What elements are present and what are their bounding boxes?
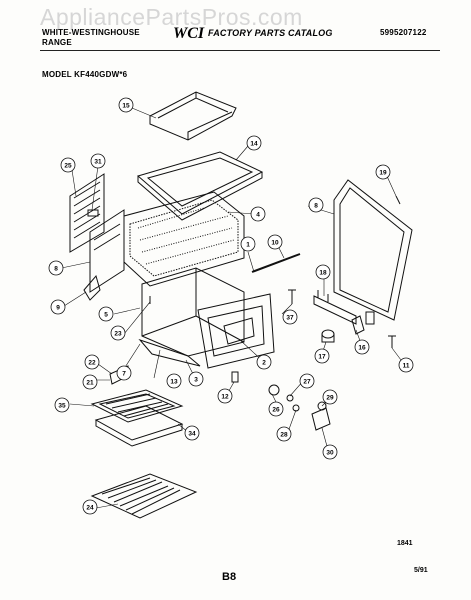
part-broiler-pan — [90, 389, 184, 423]
callout-17: 17 — [314, 348, 330, 364]
callout-29: 29 — [322, 389, 338, 405]
part-hinge-bracket — [313, 295, 357, 325]
svg-text:19: 19 — [379, 169, 387, 176]
part-bottom-tray — [138, 338, 201, 367]
svg-text:21: 21 — [86, 379, 94, 386]
product-type: RANGE — [42, 38, 72, 47]
callout-9-upper: 8 — [48, 260, 64, 276]
svg-text:2: 2 — [262, 359, 266, 366]
part-door-frame — [197, 293, 275, 369]
svg-text:15: 15 — [122, 102, 130, 109]
svg-text:26: 26 — [272, 406, 280, 413]
catalog-title: FACTORY PARTS CATALOG — [208, 28, 333, 38]
callout-16: 16 — [354, 339, 370, 355]
callout-31: 31 — [90, 153, 106, 169]
header-divider — [40, 50, 440, 51]
callout-37: 37 — [282, 309, 298, 325]
svg-text:29: 29 — [326, 394, 334, 401]
callout-1: 1 — [240, 236, 256, 252]
part-oven-cavity — [141, 267, 245, 357]
diagram-code: 1841 — [397, 540, 413, 547]
part-valve — [268, 384, 280, 396]
svg-text:34: 34 — [188, 430, 196, 437]
callout-4: 4 — [250, 206, 266, 222]
svg-text:4: 4 — [256, 211, 260, 218]
callout-12: 12 — [217, 388, 233, 404]
svg-text:17: 17 — [318, 353, 326, 360]
wci-logo-icon: WCI — [173, 25, 205, 42]
model-number: MODEL KF440GDW*6 — [42, 70, 128, 79]
svg-text:7: 7 — [122, 370, 126, 377]
svg-text:14: 14 — [250, 140, 258, 147]
revision-date: 5/91 — [414, 567, 428, 574]
callout-3: 3 — [188, 371, 204, 387]
svg-text:9: 9 — [56, 304, 60, 311]
svg-text:37: 37 — [286, 314, 294, 321]
callout-34: 34 — [184, 425, 200, 441]
callout-35: 35 — [54, 397, 70, 413]
svg-text:27: 27 — [303, 378, 311, 385]
svg-text:12: 12 — [221, 393, 229, 400]
svg-text:23: 23 — [114, 330, 122, 337]
callout-22: 22 — [84, 354, 100, 370]
part-cooktop-frame — [136, 151, 264, 215]
part-door-panel — [333, 179, 413, 321]
part-rear-panel — [69, 173, 105, 253]
callout-10: 10 — [267, 234, 283, 250]
callout-8: 8 — [308, 197, 324, 213]
callout-9: 9 — [50, 299, 66, 315]
svg-text:8: 8 — [54, 265, 58, 272]
svg-text:10: 10 — [271, 239, 279, 246]
svg-text:22: 22 — [88, 359, 96, 366]
callout-14: 14 — [246, 135, 262, 151]
brand-name: WHITE-WESTINGHOUSE — [42, 28, 140, 37]
callout-2: 2 — [256, 354, 272, 370]
part-oven-body — [123, 191, 245, 287]
svg-text:30: 30 — [326, 449, 334, 456]
part-pan — [94, 405, 184, 441]
callout-30: 30 — [322, 444, 338, 460]
callout-11: 11 — [398, 357, 414, 373]
svg-text:31: 31 — [94, 158, 102, 165]
callout-18: 18 — [315, 264, 331, 280]
svg-text:1: 1 — [246, 241, 250, 248]
svg-text:5: 5 — [104, 311, 108, 318]
callout-28: 28 — [276, 426, 292, 442]
callout-19: 19 — [375, 164, 391, 180]
part-side-panel — [89, 209, 125, 293]
svg-text:WCI: WCI — [173, 25, 205, 42]
callout-15: 15 — [118, 97, 134, 113]
part-oven-rack — [90, 473, 198, 519]
callout-13: 13 — [166, 373, 182, 389]
part-knob — [321, 329, 335, 339]
svg-text:18: 18 — [319, 269, 327, 276]
part-burner-cap — [311, 407, 331, 431]
document-number: 5995207122 — [380, 28, 427, 37]
svg-text:8: 8 — [314, 202, 318, 209]
callout-25: 25 — [60, 157, 76, 173]
callout-26: 26 — [268, 401, 284, 417]
part-rod — [251, 253, 301, 273]
callout-21: 21 — [82, 374, 98, 390]
svg-text:35: 35 — [58, 402, 66, 409]
watermark: AppliancePartsPros.com — [40, 4, 303, 30]
callout-7: 7 — [116, 365, 132, 381]
svg-text:13: 13 — [170, 378, 178, 385]
svg-text:3: 3 — [194, 376, 198, 383]
svg-text:25: 25 — [64, 162, 72, 169]
callout-27: 27 — [299, 373, 315, 389]
callout-labels: 15 14 25 31 4 8 1 10 18 19 8 9 5 23 37 2… — [48, 97, 414, 515]
callout-5: 5 — [98, 306, 114, 322]
svg-text:28: 28 — [280, 431, 288, 438]
page-number: B8 — [222, 571, 237, 583]
svg-text:11: 11 — [403, 362, 410, 369]
svg-text:24: 24 — [86, 504, 94, 511]
svg-text:16: 16 — [358, 344, 366, 351]
callout-24: 24 — [82, 499, 98, 515]
callout-23: 23 — [110, 325, 126, 341]
